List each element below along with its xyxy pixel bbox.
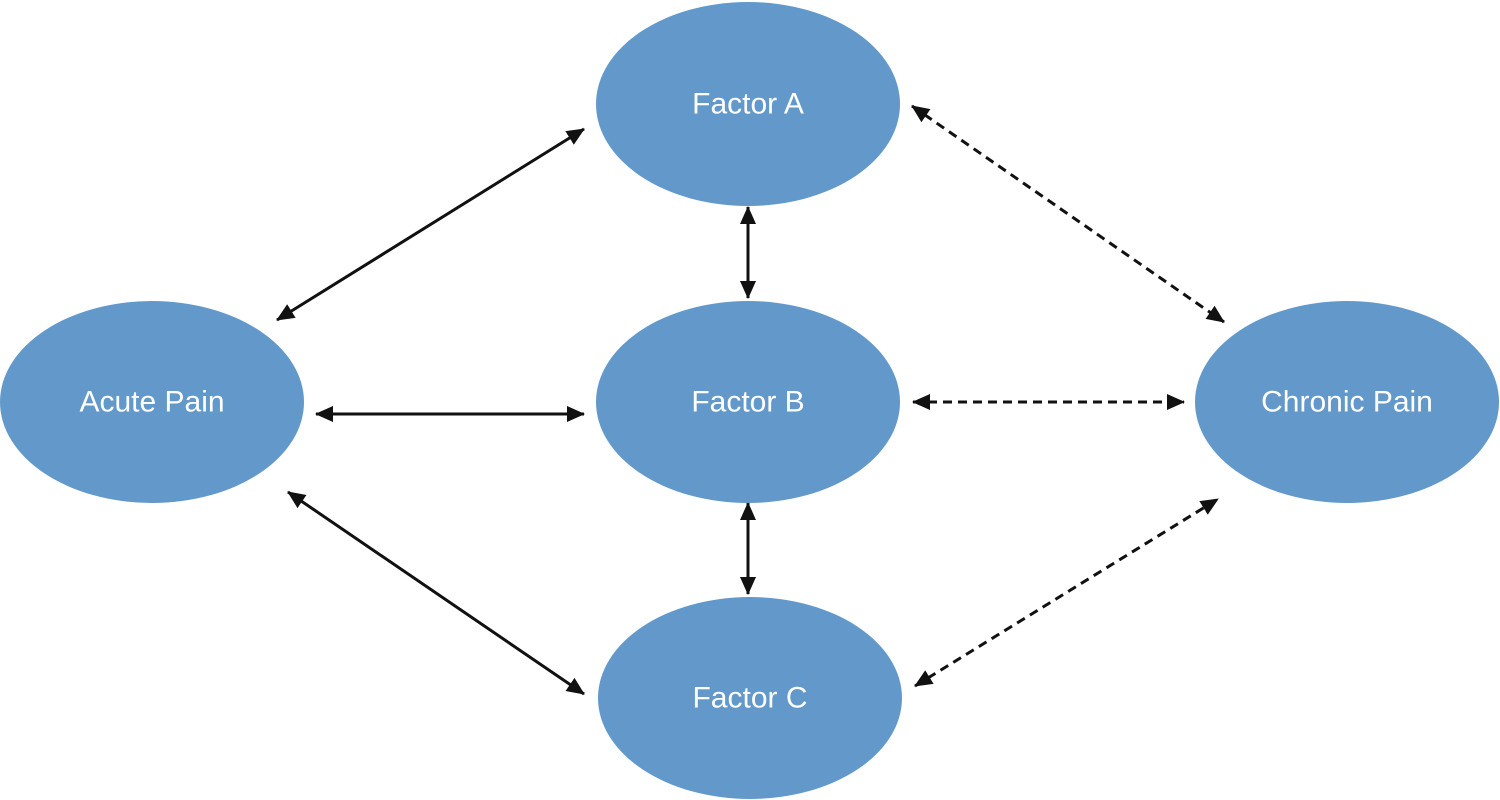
- chronic-pain-node-label: Chronic Pain: [1261, 386, 1433, 419]
- chronic-pain-node: Chronic Pain: [1195, 301, 1499, 503]
- acute-pain-node: Acute Pain: [0, 301, 304, 503]
- factor-b-node-label: Factor B: [691, 386, 804, 419]
- chronic-pain-node-shape: [1195, 301, 1499, 503]
- acute-pain-node-shape: [0, 301, 304, 503]
- factor-b-node: Factor B: [596, 301, 900, 503]
- factor-a-node-label: Factor A: [692, 88, 804, 121]
- factor-c-node-shape: [598, 597, 902, 799]
- arrow-factorA-chronic: [911, 104, 1225, 324]
- factor-c-node: Factor C: [598, 597, 902, 799]
- factor-a-node: Factor A: [596, 2, 900, 206]
- acute-pain-node-label: Acute Pain: [79, 386, 224, 419]
- factor-b-node-shape: [596, 301, 900, 503]
- edges-layer: [276, 104, 1225, 696]
- arrow-acute-factorA: [276, 127, 585, 322]
- factor-c-node-label: Factor C: [692, 682, 807, 715]
- arrow-acute-factorC: [287, 490, 585, 696]
- factor-a-node-shape: [596, 2, 900, 206]
- arrow-factorC-chronic: [914, 497, 1219, 688]
